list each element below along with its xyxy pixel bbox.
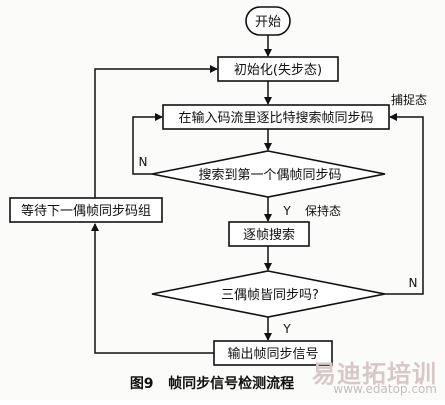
frame-search-box [228,221,310,247]
init-label: 初始化(失步态) [234,63,322,78]
found-first-label: 搜索到第一个偶帧同步码 [198,168,341,183]
edge-found-no [132,113,163,175]
output-label: 输出帧同步信号 [227,346,318,362]
frame-search-label: 逐帧搜索 [243,228,295,243]
wait-next-label: 等待下一偶帧同步码组 [21,203,151,219]
start-label: 开始 [255,15,281,30]
init-box [217,56,339,82]
hold-state-label: 保持态 [305,203,341,218]
capture-state-label: 捕捉态 [391,92,427,107]
edge-wait-init [94,65,218,198]
no-label-2: N [409,276,418,290]
edge-three-no [385,113,424,295]
yes-label-1: Y [282,204,291,218]
figure-caption: 图9 帧同步信号检测流程 [130,375,294,392]
watermark-brand: 易迪拓培训 [312,360,437,388]
yes-label-2: Y [282,322,291,336]
edge-output-wait [91,223,214,354]
output-box [213,340,333,366]
watermark-url: www.edatop.com [333,382,437,396]
wait-next-box [9,197,163,223]
three-sync-label: 三偶帧皆同步吗? [221,288,319,303]
no-label-1: N [139,155,148,169]
watermark-logo: 易迪拓培训 www.edatop.com [312,354,439,398]
search-bits-label: 在输入码流里逐比特搜索帧同步码 [178,110,373,126]
